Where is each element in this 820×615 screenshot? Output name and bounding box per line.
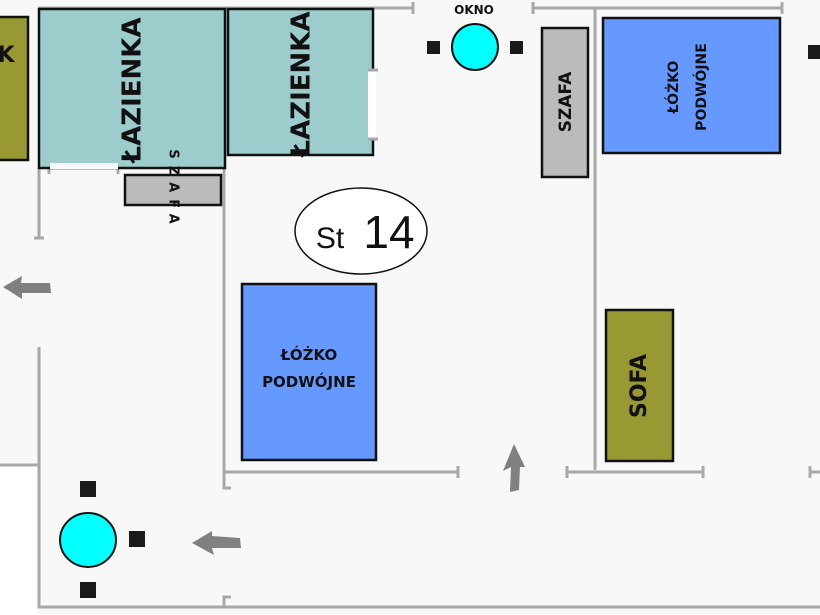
svg-text:PODWÓJNE: PODWÓJNE [692,43,710,131]
double-bed-center: ŁÓŻKO PODWÓJNE [240,282,378,462]
socket-icon [80,582,96,598]
arrow-up-icon [503,444,525,492]
olive-furniture-partial: K [0,15,30,162]
arrow-left-icon [3,276,51,299]
socket-icon [808,45,820,59]
svg-text:St: St [316,222,345,255]
corner-lamp [59,481,145,598]
svg-text:PODWÓJNE: PODWÓJNE [262,372,356,391]
svg-text:SZAFA: SZAFA [556,71,576,132]
svg-text:ŁAZIENKA: ŁAZIENKA [118,17,148,164]
socket-icon [80,481,96,497]
svg-text:K: K [0,43,15,68]
svg-text:SZAFA: SZAFA [166,149,181,230]
svg-text:SOFA: SOFA [627,354,652,418]
svg-text:14: 14 [363,206,414,258]
bathroom-1: ŁAZIENKA [37,7,227,170]
sofa: SOFA [604,308,675,463]
socket-icon [510,41,523,54]
socket-icon [427,41,440,54]
svg-text:OKNO: OKNO [454,3,494,17]
bathroom-2: ŁAZIENKA [226,7,378,159]
svg-text:ŁÓŻKO: ŁÓŻKO [664,61,682,115]
socket-icon [129,531,145,547]
wardrobe: SZAFA [540,26,590,179]
window-lamp: OKNO [427,3,523,71]
outside-area [0,466,38,615]
svg-text:ŁAZIENKA: ŁAZIENKA [287,11,317,158]
svg-text:ŁÓŻKO: ŁÓŻKO [280,345,337,364]
small-wardrobe: SZAFA [123,149,223,231]
double-bed-top: ŁÓŻKO PODWÓJNE [601,16,782,155]
arrow-left-icon [192,531,241,555]
room-label: St 14 [294,187,428,275]
